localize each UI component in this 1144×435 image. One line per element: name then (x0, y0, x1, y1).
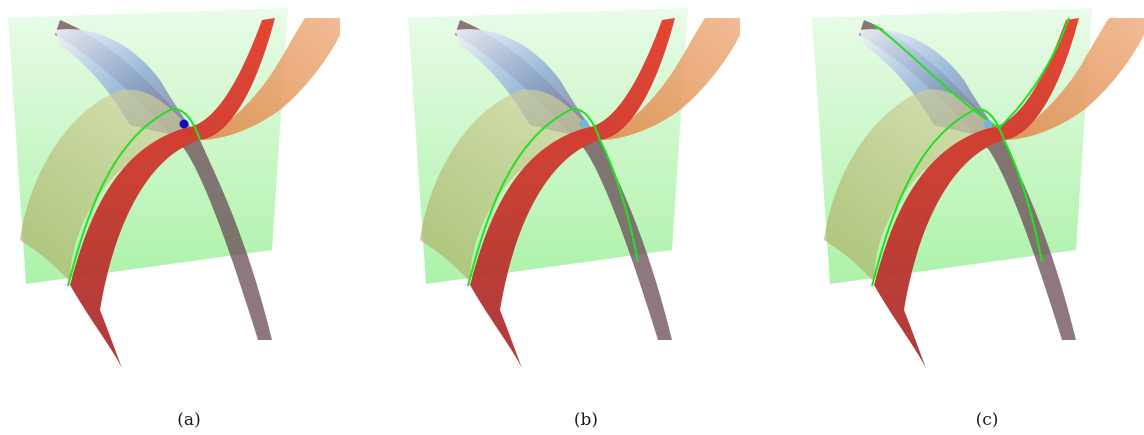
intersection-curve-left (67, 108, 201, 287)
orange-sheet (200, 18, 340, 140)
surface-plot-a (8, 8, 340, 368)
caption-a: (a) (177, 410, 201, 430)
surface-plot-b (408, 8, 740, 368)
intersection-curve-left (467, 108, 601, 287)
surface-plot-c (812, 8, 1144, 368)
olive-sheet (20, 89, 200, 283)
red-ribbon (874, 18, 1079, 368)
intersection-curve-right (599, 139, 639, 263)
dark-sheet (455, 20, 672, 340)
dark-sheet (859, 20, 1076, 340)
orange-sheet (600, 18, 740, 140)
caption-b: (b) (573, 410, 599, 430)
olive-sheet (420, 89, 600, 283)
intersection-curve-right (1003, 139, 1043, 263)
intersection-curve-top (873, 17, 1070, 130)
caption-c: (c) (975, 410, 999, 430)
red-ribbon (470, 18, 675, 368)
saddle-point-marker (179, 119, 189, 129)
saddle-point-marker (983, 119, 993, 129)
intersection-curve-left (871, 108, 1005, 287)
dark-sheet (55, 20, 272, 340)
saddle-point-marker (579, 119, 589, 129)
olive-sheet (824, 89, 1004, 283)
panel-a (0, 0, 340, 435)
orange-sheet (1004, 18, 1144, 140)
red-ribbon (70, 18, 275, 368)
panel-b (400, 0, 740, 435)
panel-c (804, 0, 1144, 435)
